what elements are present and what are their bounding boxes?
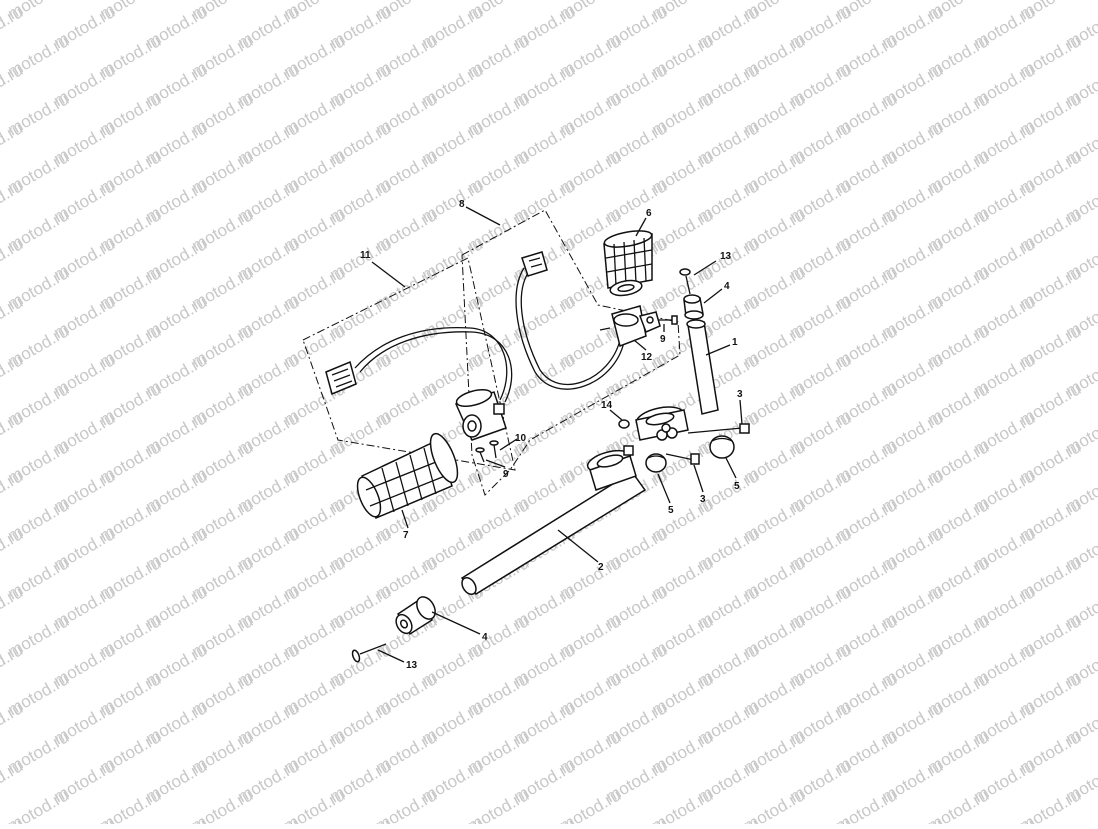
throttle-grip — [603, 228, 653, 298]
cap-left — [646, 454, 666, 472]
callout-11: 11 — [360, 250, 371, 261]
callout-6: 6 — [646, 208, 652, 219]
watermark-text: motod.ru — [51, 814, 119, 824]
callout-9-right: 9 — [660, 334, 666, 345]
switch-screw-9 — [476, 448, 484, 462]
watermark-text: motod.ru — [143, 814, 211, 824]
callout-5-left: 5 — [668, 505, 674, 516]
cap-right — [710, 436, 734, 458]
watermark-text: motod.ru — [695, 814, 763, 824]
callout-9-left: 9 — [503, 469, 509, 480]
left-grip — [353, 430, 463, 520]
housing-screw-right — [658, 316, 677, 324]
callout-12: 12 — [641, 352, 653, 363]
bar-end-right — [684, 295, 703, 319]
watermark-text: motod.ru — [879, 814, 947, 824]
callout-14: 14 — [601, 400, 613, 411]
callout-3-upper: 3 — [737, 389, 743, 400]
watermark-text: motod.ru — [971, 814, 1039, 824]
callout-3-lower: 3 — [700, 494, 706, 505]
callout-10: 10 — [515, 433, 527, 444]
callout-2: 2 — [598, 562, 604, 573]
small-ring — [619, 420, 629, 428]
watermark-text: motod.ru — [603, 814, 671, 824]
callout-7: 7 — [403, 530, 409, 541]
callout-4-upper: 4 — [724, 281, 730, 292]
watermark-text: motod.ru — [327, 814, 395, 824]
watermark-text: motod.ru — [787, 814, 855, 824]
callout-4-lower: 4 — [482, 632, 488, 643]
watermark-text: motod.ru — [235, 814, 303, 824]
callout-5-right: 5 — [734, 481, 740, 492]
callout-8: 8 — [459, 199, 465, 210]
callout-13-lower: 13 — [406, 660, 418, 671]
callout-13-upper: 13 — [720, 251, 732, 262]
callout-1: 1 — [732, 337, 738, 348]
watermark-text: motod.ru — [1063, 814, 1098, 824]
watermark-text: motod.ru — [511, 814, 579, 824]
watermark-text: motod.ru — [419, 814, 487, 824]
